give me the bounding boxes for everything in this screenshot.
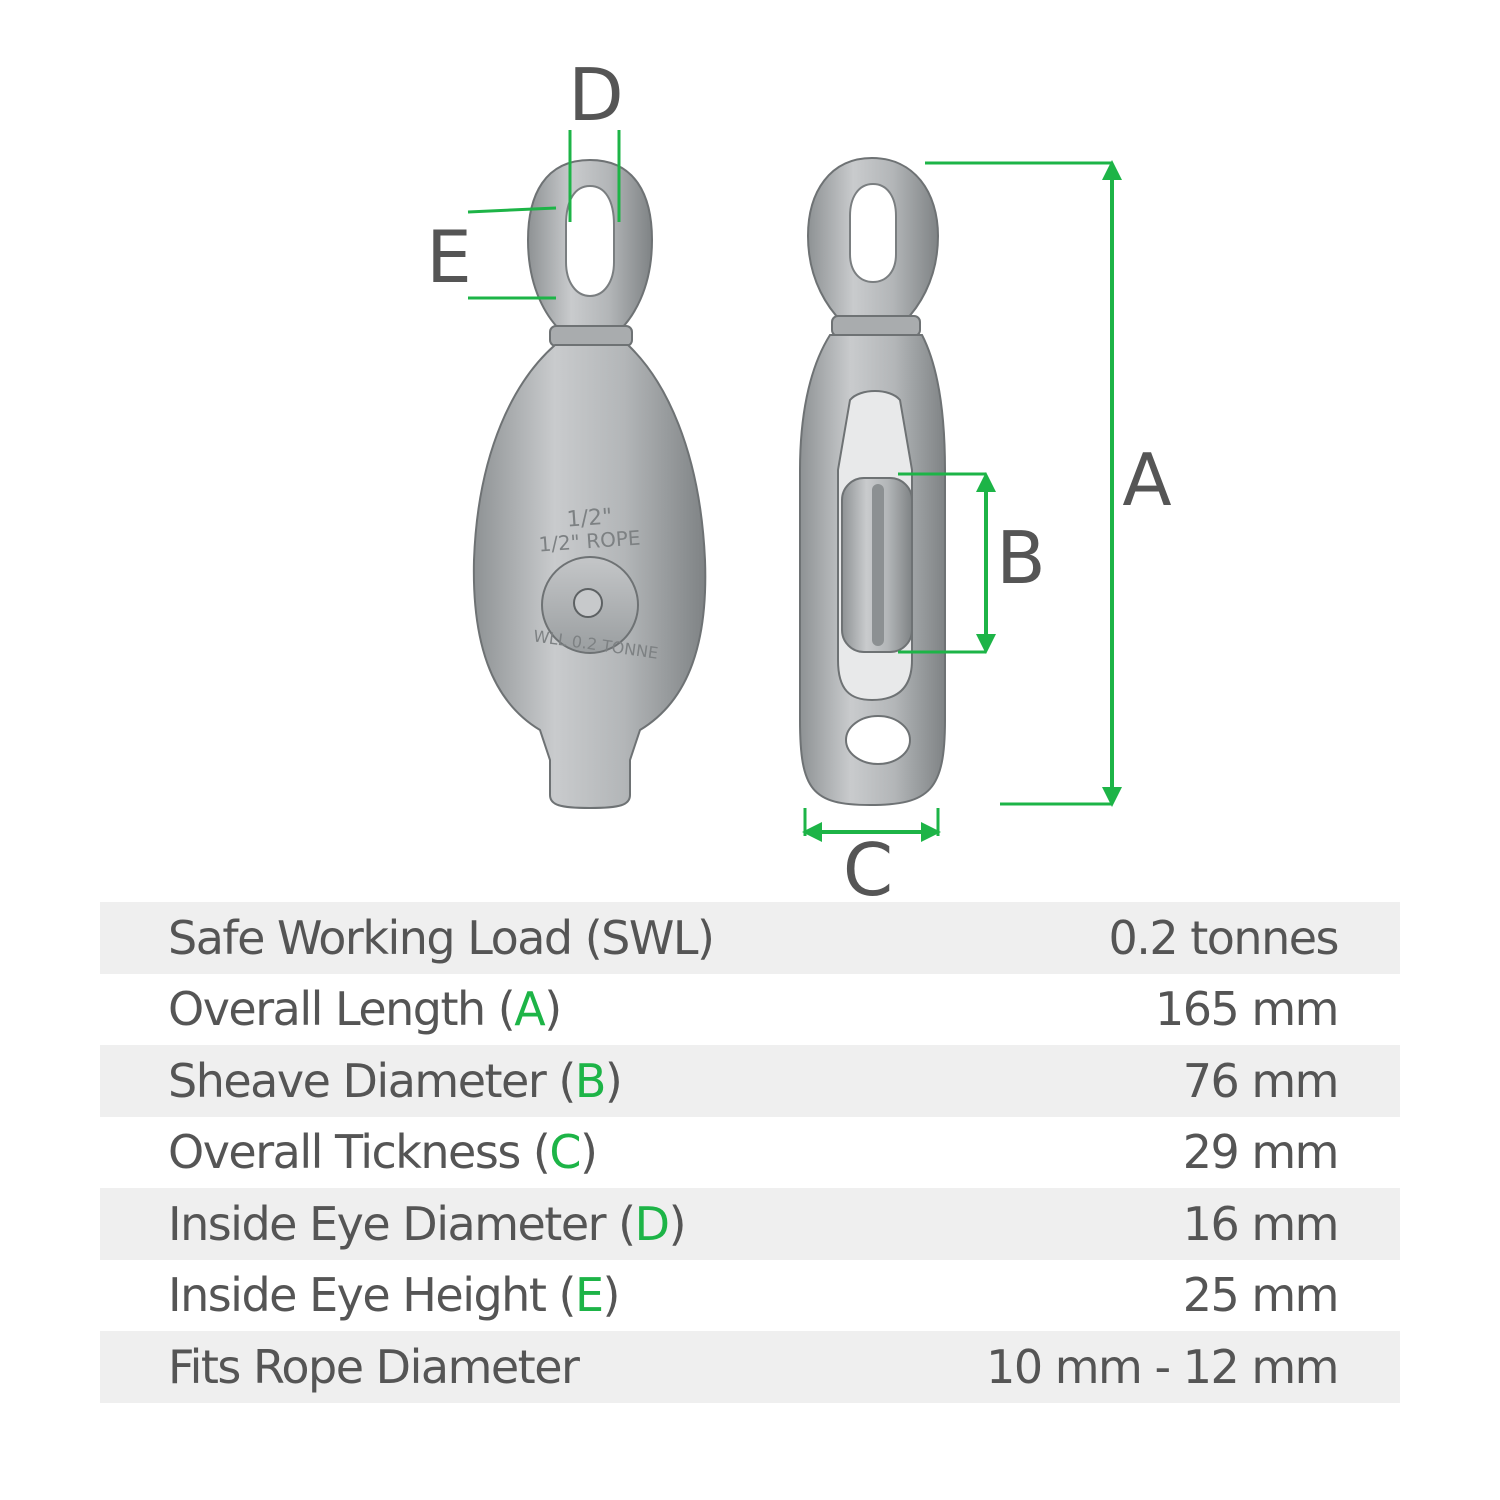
- dimension-label-a: A: [1122, 438, 1171, 522]
- spec-label-overall-thickness: Overall Tickness (C): [168, 1125, 598, 1180]
- spec-row-rope-diameter: Fits Rope Diameter 10 mm - 12 mm: [100, 1331, 1400, 1403]
- spec-row-inside-eye-diameter: Inside Eye Diameter (D) 16 mm: [100, 1188, 1400, 1260]
- spec-letter-a: A: [514, 982, 545, 1037]
- side-neck: [831, 315, 921, 337]
- spec-label-rope-diameter: Fits Rope Diameter: [168, 1339, 580, 1394]
- dimension-label-c: C: [843, 828, 893, 900]
- front-axle-pin: [573, 588, 603, 618]
- spec-value-swl: 0.2 tonnes: [1108, 910, 1339, 965]
- dimension-c: C: [802, 808, 941, 900]
- spec-value-sheave-diameter: 76 mm: [1182, 1053, 1340, 1108]
- dimension-d: D: [568, 53, 624, 222]
- spec-value-rope-diameter: 10 mm - 12 mm: [986, 1339, 1339, 1394]
- pulley-front-view: 1/2" 1/2" ROPE WLL 0.2 TONNE: [472, 158, 707, 810]
- dimension-label-b: B: [996, 516, 1045, 600]
- pulley-side-view: [799, 156, 946, 807]
- dimension-a: A: [925, 160, 1172, 807]
- spec-row-overall-length: Overall Length (A) 165 mm: [100, 974, 1400, 1046]
- dimension-label-e: E: [426, 215, 472, 299]
- front-neck: [549, 325, 633, 347]
- spec-label-inside-eye-height: Inside Eye Height (E): [168, 1268, 620, 1323]
- spec-letter-d: D: [634, 1196, 670, 1251]
- spec-value-overall-thickness: 29 mm: [1182, 1125, 1340, 1180]
- spec-letter-b: B: [574, 1053, 607, 1108]
- side-eye-hole: [849, 182, 897, 284]
- front-casting-text-1: 1/2": [566, 504, 613, 532]
- spec-row-sheave-diameter: Sheave Diameter (B) 76 mm: [100, 1045, 1400, 1117]
- spec-value-inside-eye-diameter: 16 mm: [1182, 1196, 1340, 1251]
- dimension-e: E: [426, 206, 557, 300]
- spec-letter-e: E: [574, 1268, 604, 1323]
- spec-row-inside-eye-height: Inside Eye Height (E) 25 mm: [100, 1260, 1400, 1332]
- spec-row-swl: Safe Working Load (SWL) 0.2 tonnes: [100, 902, 1400, 974]
- dimension-b: B: [898, 472, 1046, 654]
- dimension-label-d: D: [568, 53, 623, 137]
- spec-value-inside-eye-height: 25 mm: [1182, 1268, 1340, 1323]
- spec-label-sheave-diameter: Sheave Diameter (B): [168, 1053, 623, 1108]
- spec-letter-c: C: [549, 1125, 581, 1180]
- spec-label-swl: Safe Working Load (SWL): [168, 910, 715, 965]
- front-eye-hole: [565, 184, 615, 298]
- side-bottom-hole: [845, 715, 911, 765]
- spec-label-inside-eye-diameter: Inside Eye Diameter (D): [168, 1196, 687, 1251]
- side-sheave-groove: [872, 484, 884, 646]
- spec-table: Safe Working Load (SWL) 0.2 tonnes Overa…: [100, 902, 1400, 1403]
- spec-row-overall-thickness: Overall Tickness (C) 29 mm: [100, 1117, 1400, 1189]
- spec-label-overall-length: Overall Length (A): [168, 982, 562, 1037]
- pulley-dimension-diagram: 1/2" 1/2" ROPE WLL 0.2 TONNE D E A: [426, 53, 1172, 900]
- spec-value-overall-length: 165 mm: [1154, 982, 1340, 1037]
